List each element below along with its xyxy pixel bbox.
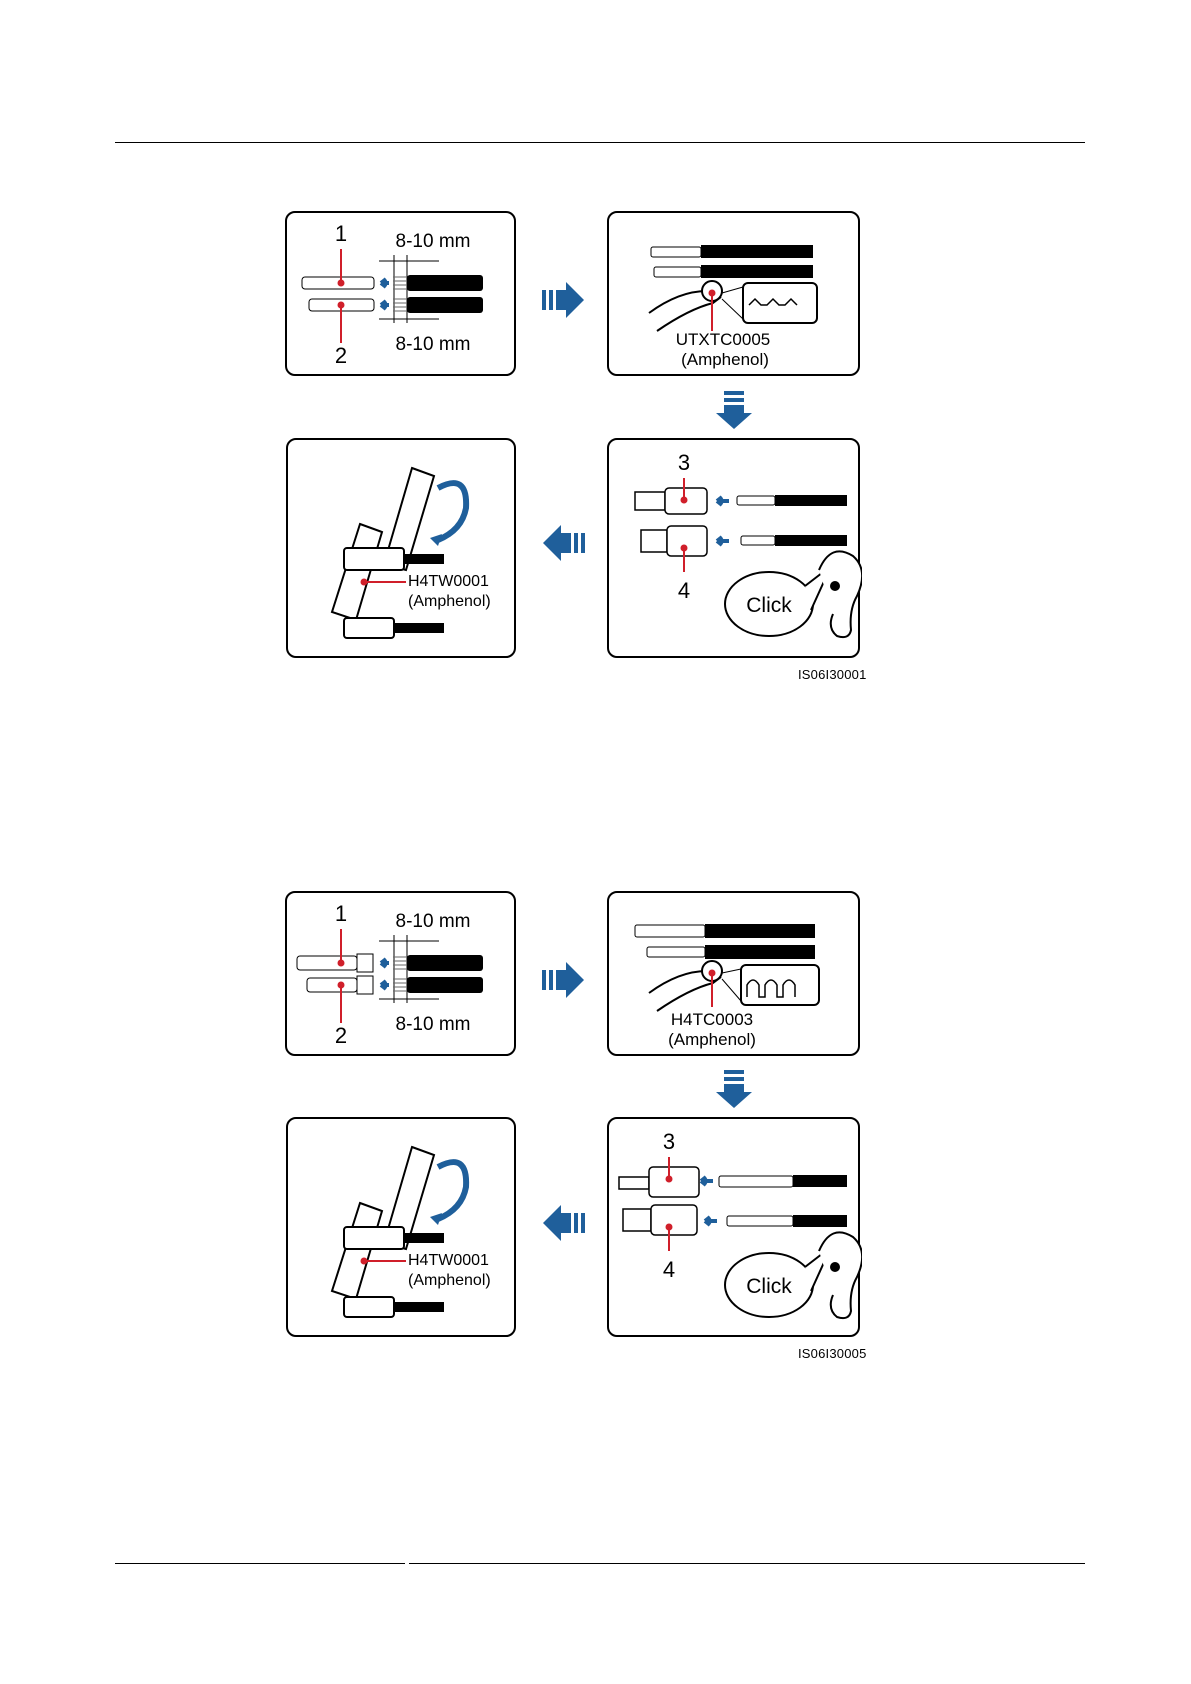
figure2-panel-crimp: H4TC0003 (Amphenol) [607, 891, 860, 1056]
wrench-tool-brand: (Amphenol) [408, 1272, 491, 1289]
header-rule [115, 142, 1085, 143]
callout-1-label: 1 [335, 221, 347, 246]
figure2-panel-tighten: H4TW0001 (Amphenol) [286, 1117, 516, 1337]
wrench-tool-code: H4TW0001 [408, 1252, 489, 1269]
callout-1-label: 1 [335, 901, 347, 926]
crimp-illustration: H4TC0003 (Amphenol) [609, 893, 862, 1058]
figure1-panel-crimp: UTXTC0005 (Amphenol) [607, 211, 860, 376]
figure1-panel-insert: 3 4 Click [607, 438, 860, 658]
crimp-illustration: UTXTC0005 (Amphenol) [609, 213, 862, 378]
wrench-tool-brand: (Amphenol) [408, 593, 491, 610]
crimp-tool-code: UTXTC0005 [676, 330, 770, 349]
strip-length-bottom: 8-10 mm [396, 334, 471, 355]
figure2-panel-insert: 3 4 Click [607, 1117, 860, 1337]
click-sound-label: Click [746, 594, 792, 617]
callout-3-label: 3 [663, 1129, 675, 1154]
figure-id: IS06I30001 [798, 667, 867, 682]
crimp-tool-brand: (Amphenol) [668, 1030, 756, 1049]
tighten-illustration: H4TW0001 (Amphenol) [288, 440, 518, 660]
strip-length-top: 8-10 mm [396, 911, 471, 932]
callout-2-label: 2 [335, 1023, 347, 1048]
wrench-tool-code: H4TW0001 [408, 573, 489, 590]
flow-arrow-down-icon [716, 1070, 752, 1108]
strip-length-top: 8-10 mm [396, 231, 471, 252]
flow-arrow-right-icon [542, 282, 586, 318]
ear-icon [819, 551, 862, 637]
callout-3-label: 3 [678, 450, 690, 475]
crimp-tool-brand: (Amphenol) [681, 350, 769, 369]
crimp-tool-code: H4TC0003 [671, 1010, 753, 1029]
flow-arrow-left-icon [541, 525, 585, 561]
footer-rule-right [409, 1563, 1085, 1564]
insert-illustration: 3 4 Click [609, 440, 862, 660]
strip-illustration: 1 2 8-10 mm 8-10 mm [287, 213, 518, 378]
figure1-panel-tighten: H4TW0001 (Amphenol) [286, 438, 516, 658]
figure-id: IS06I30005 [798, 1346, 867, 1361]
ear-icon [819, 1232, 862, 1318]
flow-arrow-right-icon [542, 962, 586, 998]
callout-4-label: 4 [678, 578, 690, 603]
callout-4-label: 4 [663, 1257, 675, 1282]
strip-length-bottom: 8-10 mm [396, 1014, 471, 1035]
flow-arrow-left-icon [541, 1205, 585, 1241]
tighten-illustration: H4TW0001 (Amphenol) [288, 1119, 518, 1339]
footer-rule-left [115, 1563, 405, 1564]
insert-illustration: 3 4 Click [609, 1119, 862, 1339]
figure1-panel-strip: 1 2 8-10 mm 8-10 mm [285, 211, 516, 376]
strip-illustration: 1 2 8-10 mm 8-10 mm [287, 893, 518, 1058]
callout-2-label: 2 [335, 343, 347, 368]
flow-arrow-down-icon [716, 391, 752, 429]
figure2-panel-strip: 1 2 8-10 mm 8-10 mm [285, 891, 516, 1056]
click-sound-label: Click [746, 1275, 792, 1298]
